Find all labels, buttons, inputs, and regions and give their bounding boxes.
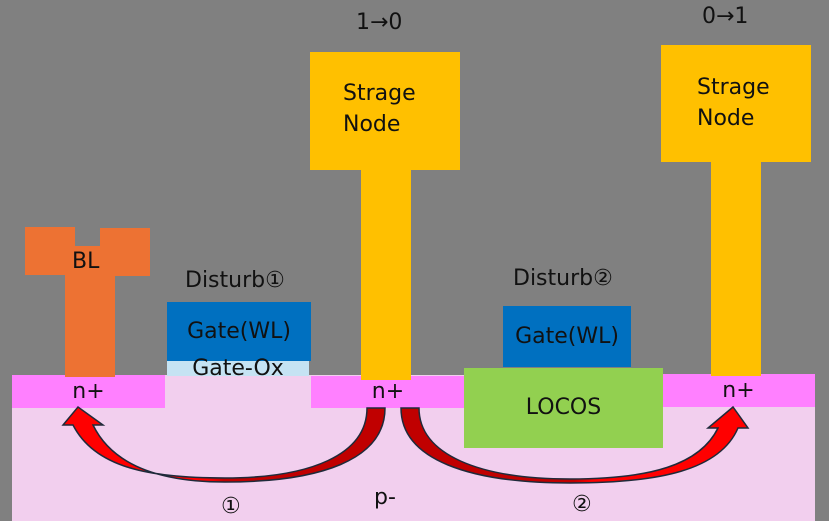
- storage-node-label-line1: Strage: [697, 75, 770, 100]
- n-plus-label: n+: [371, 379, 405, 404]
- arrow-disturb-1: [61, 405, 386, 483]
- storage-node-2-stem: [711, 161, 761, 376]
- storage-node-label-line2: Node: [697, 106, 755, 131]
- arrow-2-label: ②: [572, 492, 592, 517]
- bitline-stem: [65, 274, 115, 377]
- disturb-1-label: Disturb①: [185, 268, 285, 293]
- storage-node-1: Strage Node: [310, 52, 460, 170]
- n-plus-region-right: n+: [662, 374, 815, 407]
- gate-oxide: Gate-Ox: [167, 357, 309, 379]
- arrow-1-label: ①: [221, 494, 241, 519]
- storage-node-label-line2: Node: [343, 112, 401, 137]
- n-plus-region-center: n+: [311, 376, 465, 408]
- n-plus-label: n+: [722, 377, 755, 403]
- gate-wordline-1: Gate(WL): [167, 302, 311, 361]
- locos-isolation: LOCOS: [464, 368, 663, 448]
- storage-node-2: Strage Node: [661, 45, 811, 162]
- bitline-label: BL: [72, 249, 100, 274]
- gate-wordline-2: Gate(WL): [503, 306, 631, 367]
- n-plus-label: n+: [72, 378, 105, 404]
- locos-label: LOCOS: [525, 395, 602, 420]
- storage-node-1-stem: [361, 169, 411, 380]
- n-plus-region-bitline: n+: [12, 375, 165, 408]
- substrate-label: p-: [374, 485, 396, 510]
- bitline-head: [25, 246, 150, 275]
- storage-node-1-transition: 1→0: [356, 10, 403, 35]
- disturb-2-label: Disturb②: [513, 266, 613, 291]
- gate-label: Gate(WL): [515, 323, 619, 349]
- gate-label: Gate(WL): [187, 318, 291, 344]
- arrow-disturb-2: [400, 405, 750, 484]
- storage-node-label-line1: Strage: [343, 81, 416, 106]
- gate-oxide-label: Gate-Ox: [192, 355, 284, 381]
- storage-node-2-transition: 0→1: [702, 4, 749, 29]
